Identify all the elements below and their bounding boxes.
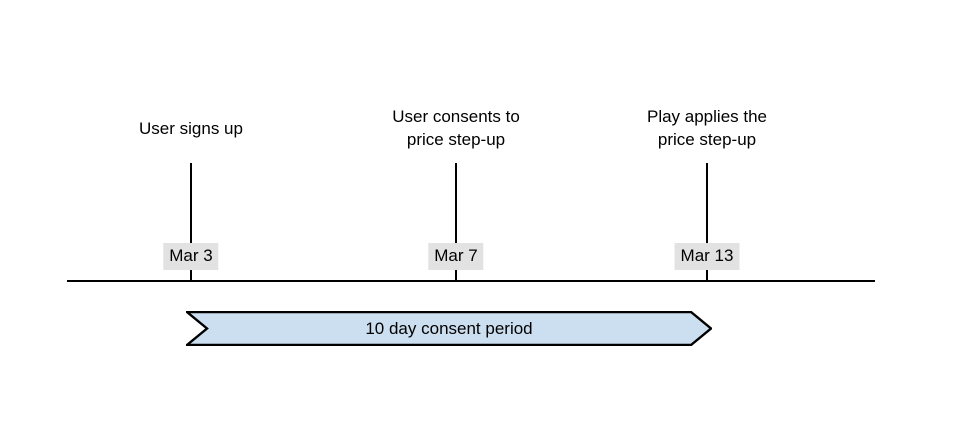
event-caption-user-signs-up: User signs up <box>139 119 243 138</box>
event-tick-user-signs-up <box>190 163 192 281</box>
event-tick-play-applies-step-up <box>706 163 708 281</box>
event-date-user-consents: Mar 7 <box>428 243 484 270</box>
consent-period-banner-label: 10 day consent period <box>365 318 533 338</box>
event-tick-user-consents <box>455 163 457 281</box>
event-date-user-signs-up: Mar 3 <box>163 243 219 270</box>
consent-period-banner-shape <box>186 311 712 346</box>
timeline-axis-line <box>67 280 875 282</box>
double-arrow-icon <box>186 311 712 346</box>
event-date-play-applies-step-up: Mar 13 <box>674 243 740 270</box>
event-caption-play-applies-step-up: Play applies the price step-up <box>646 107 768 149</box>
event-caption-user-consents: User consents to price step-up <box>392 107 520 149</box>
consent-period-banner: 10 day consent period <box>186 311 712 346</box>
